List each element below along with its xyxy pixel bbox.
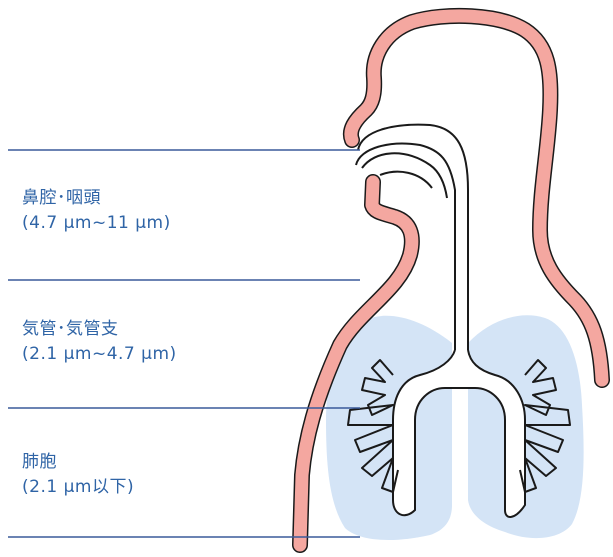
particle-size-range: (2.1 μm以下) — [22, 475, 134, 500]
region-label-nasal-pharynx: 鼻腔･咽頭 (4.7 μm~11 μm) — [22, 186, 171, 236]
particle-size-range: (4.7 μm~11 μm) — [22, 211, 171, 236]
region-label-trachea-bronchi: 気管･気管支 (2.1 μm~4.7 μm) — [22, 317, 177, 367]
region-name: 肺胞 — [22, 450, 134, 475]
region-label-alveoli: 肺胞 (2.1 μm以下) — [22, 450, 134, 500]
particle-size-range: (2.1 μm~4.7 μm) — [22, 342, 177, 367]
region-name: 気管･気管支 — [22, 317, 177, 342]
region-name: 鼻腔･咽頭 — [22, 186, 171, 211]
